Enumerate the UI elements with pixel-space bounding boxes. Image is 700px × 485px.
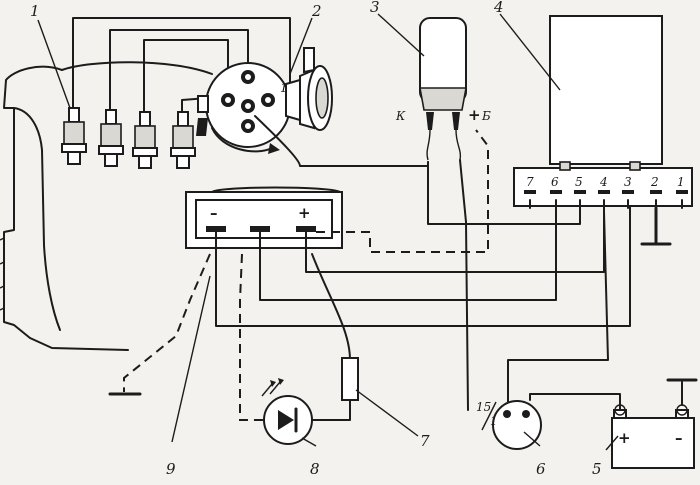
lock-terminal-15-label: 15 [476, 400, 491, 414]
callout-6: 6 [536, 460, 546, 478]
coil-terminal-b-label: Б [481, 109, 491, 123]
switch-terminal-7-label: 7 [526, 175, 534, 189]
callout-numbers: 1 2 3 4 5 6 7 8 9 [30, 0, 602, 478]
commutator-minus-label: – [210, 204, 218, 222]
battery: + – [611, 378, 698, 469]
commutator-plus-label: + [298, 204, 311, 222]
switch-terminal-2-label: 2 [650, 175, 659, 189]
distributor: 1 [196, 62, 291, 154]
resistor [341, 357, 359, 401]
wiring [108, 115, 631, 421]
ht-wires [72, 17, 291, 113]
battery-minus-label: – [675, 429, 683, 447]
ignition-lock: 15 1 [476, 400, 542, 450]
callout-1: 1 [30, 2, 40, 20]
callout-3: 3 [370, 0, 380, 16]
spark-plug-2 [98, 109, 124, 167]
spark-plug-1 [61, 107, 87, 165]
callout-5: 5 [592, 460, 602, 478]
switch-terminal-4-label: 4 [599, 175, 608, 189]
ignition-switch-box: 7 6 5 4 3 2 1 [513, 15, 693, 246]
led-indicator [261, 378, 313, 445]
coil-terminal-plus-label: + [468, 106, 481, 124]
lock-terminal-1-label: 1 [490, 414, 498, 428]
spark-plug-4 [170, 111, 196, 169]
switch-terminal-6-label: 6 [551, 175, 559, 189]
vacuum-advance-unit [285, 47, 333, 131]
callout-4: 4 [493, 0, 504, 16]
switch-terminal-3-label: 3 [624, 175, 632, 189]
switch-terminal-5-label: 5 [575, 175, 583, 189]
commutator-unit: – + [185, 186, 343, 255]
ignition-coil: К + Б [395, 17, 491, 161]
callout-7: 7 [420, 432, 430, 450]
battery-plus-label: + [618, 429, 631, 447]
callout-8: 8 [310, 460, 320, 478]
switch-terminal-1-label: 1 [677, 175, 685, 189]
spark-plug-3 [132, 111, 158, 169]
coil-terminal-k-label: К [395, 109, 406, 123]
engine-block-outline [0, 61, 213, 351]
callout-leaders [37, 13, 619, 451]
distributor-mark-label: 1 [280, 81, 288, 95]
callout-9: 9 [166, 460, 176, 478]
callout-2: 2 [311, 2, 322, 20]
